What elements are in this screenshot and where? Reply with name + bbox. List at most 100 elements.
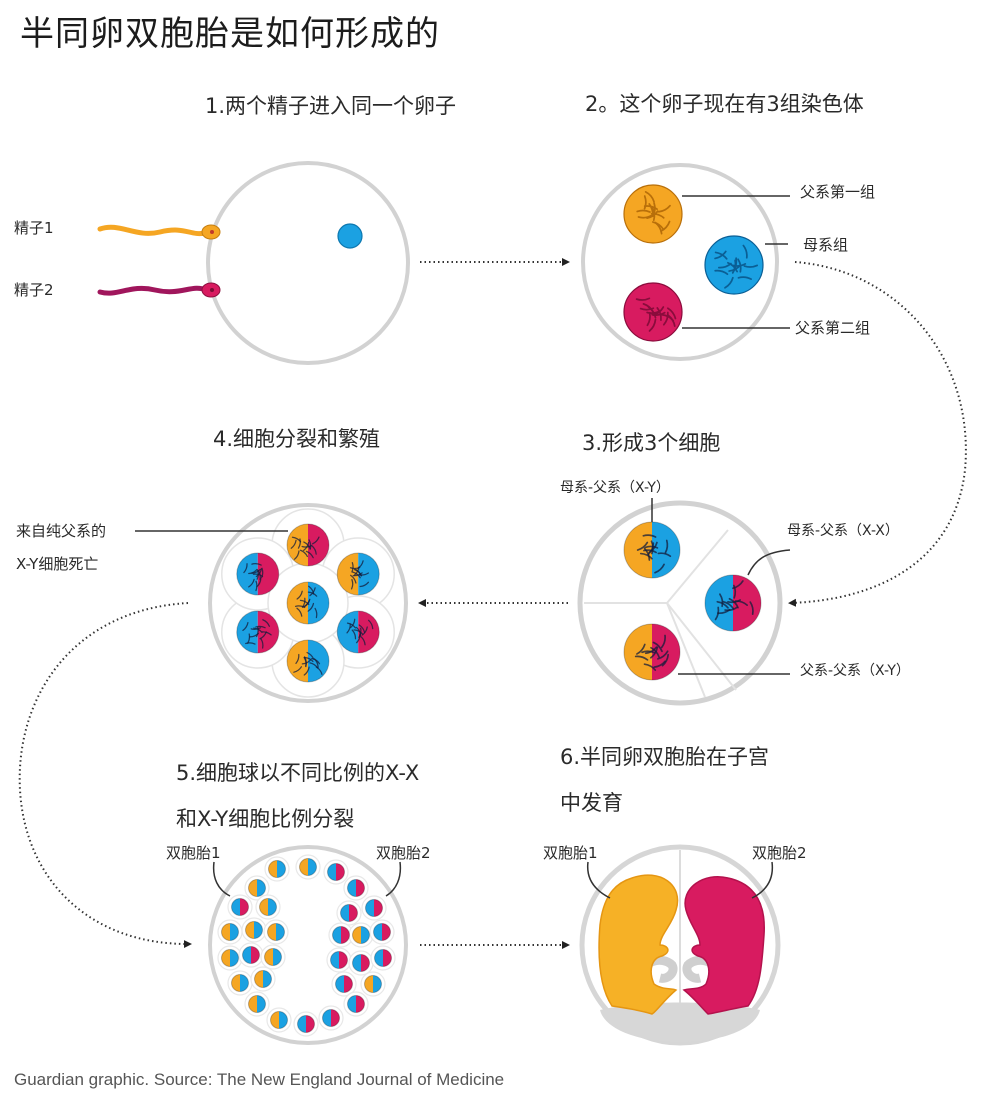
cell-nucleus [221,923,239,941]
nucleus-outline [347,995,365,1013]
chromosome-mark [644,646,658,655]
chromosome-mark [299,549,308,558]
step6-group [579,844,781,1046]
chromosome-mark [248,568,258,575]
chromosome-mark [651,206,656,222]
cell-nucleus [264,948,282,966]
cell-nucleus [335,975,353,993]
nucleus-right-half [356,995,365,1013]
cell-nucleus [332,926,350,944]
nucleus-left-half [374,949,383,967]
cell-nucleus [245,921,263,939]
cell-nucleus [347,995,365,1013]
step3-heading: 3.形成3个细胞 [582,431,721,455]
chromosome-mark [358,624,366,634]
chromosome-mark [636,209,651,213]
chromosome-mark [290,539,297,549]
nucleus-outline [352,926,370,944]
maternal-set-icon [704,235,764,295]
nucleus-right-half [339,951,348,969]
nucleus-right-half [273,948,282,966]
chromosome-mark [714,250,727,260]
nucleus-left-half [267,923,276,941]
chromosome-mark [722,600,735,610]
chromosome-mark [714,269,729,276]
nucleus-outline [327,863,345,881]
cell-death-label-line2: X-Y细胞死亡 [16,555,99,573]
nucleus-left-half [236,611,258,653]
nucleus-left-half [347,995,356,1013]
nucleus-left-half [221,923,230,941]
chromosome-mark [255,625,266,629]
chromosome-mark [652,221,665,231]
nucleus-left-half [259,898,268,916]
chromosome-mark [351,629,357,640]
cell-pp-xy-label: 父系-父系（X-Y） [800,663,910,679]
cell-pp-xy-icon [623,623,681,681]
chromosome-mark [660,634,666,649]
nucleus-outline [236,552,280,596]
step5-heading-line1: 5.细胞球以不同比例的X-X [176,761,420,785]
sperm1-icon [97,224,221,240]
chromosome-mark [636,643,646,655]
maternal-label: 母系组 [803,236,849,254]
chromosome-mark [743,264,759,268]
nucleus-outline [221,949,239,967]
step6-twin1-leader [586,861,611,899]
chromosome-mark [657,650,669,660]
step6-twin2-leader [751,861,774,899]
nucleus-outline [374,949,392,967]
nucleus-right-half [308,858,317,876]
chromosome-mark [357,560,364,570]
chromosome-mark [350,574,357,584]
cell-nucleus [365,899,383,917]
chromosome-mark [311,545,317,555]
nucleus-outline [297,1015,315,1033]
chromosome-mark [251,568,261,574]
nucleus-outline [236,610,280,654]
nucleus-right-half [279,1011,288,1029]
nucleus-outline [254,970,272,988]
step6-twin2-label: 双胞胎2 [752,844,807,862]
chromosome-mark [301,659,312,665]
chromosome-mark [661,313,675,322]
cell-nucleus [327,863,345,881]
cell-nucleus [286,581,330,625]
egg-nucleus [337,223,363,249]
nucleus-outline [335,975,353,993]
nucleus-left-half [340,904,349,922]
nucleus-outline [286,523,330,567]
paternal1-label: 父系第一组 [800,183,876,201]
chromosome-mark [724,606,738,612]
chromosome-mark [661,653,669,667]
chromosome-mark [346,622,357,629]
chromosome-mark [262,619,271,627]
chromosome-mark [642,303,655,313]
nucleus-right-half [344,975,353,993]
chromosome-mark [249,632,259,638]
chromosome-mark [308,585,315,595]
nucleus-outline [259,898,277,916]
nucleus-outline [347,879,365,897]
chromosome-mark [360,635,366,646]
nucleus-outline [352,954,370,972]
chromosome-mark [256,577,262,588]
nucleus-left-half [264,948,273,966]
nucleus-left-half [287,524,308,566]
sperm2-label: 精子2 [14,281,54,299]
chromosome-mark [641,650,656,654]
nucleus-left-half [245,921,254,939]
chromosome-mark [350,579,354,590]
cell-nucleus [373,923,391,941]
chromosome-mark [733,584,737,599]
chromosome-mark [643,549,657,554]
chromosome-mark [293,666,303,673]
cell-nucleus [340,904,358,922]
nucleus-right-half [254,921,263,939]
nucleus-outline [248,995,266,1013]
nucleus-right-half [356,879,365,897]
chromosome-mark [657,204,671,213]
cell-nucleus [286,523,330,567]
chromosome-mark [353,629,364,635]
source-credit: Guardian graphic. Source: The New Englan… [14,1070,505,1089]
